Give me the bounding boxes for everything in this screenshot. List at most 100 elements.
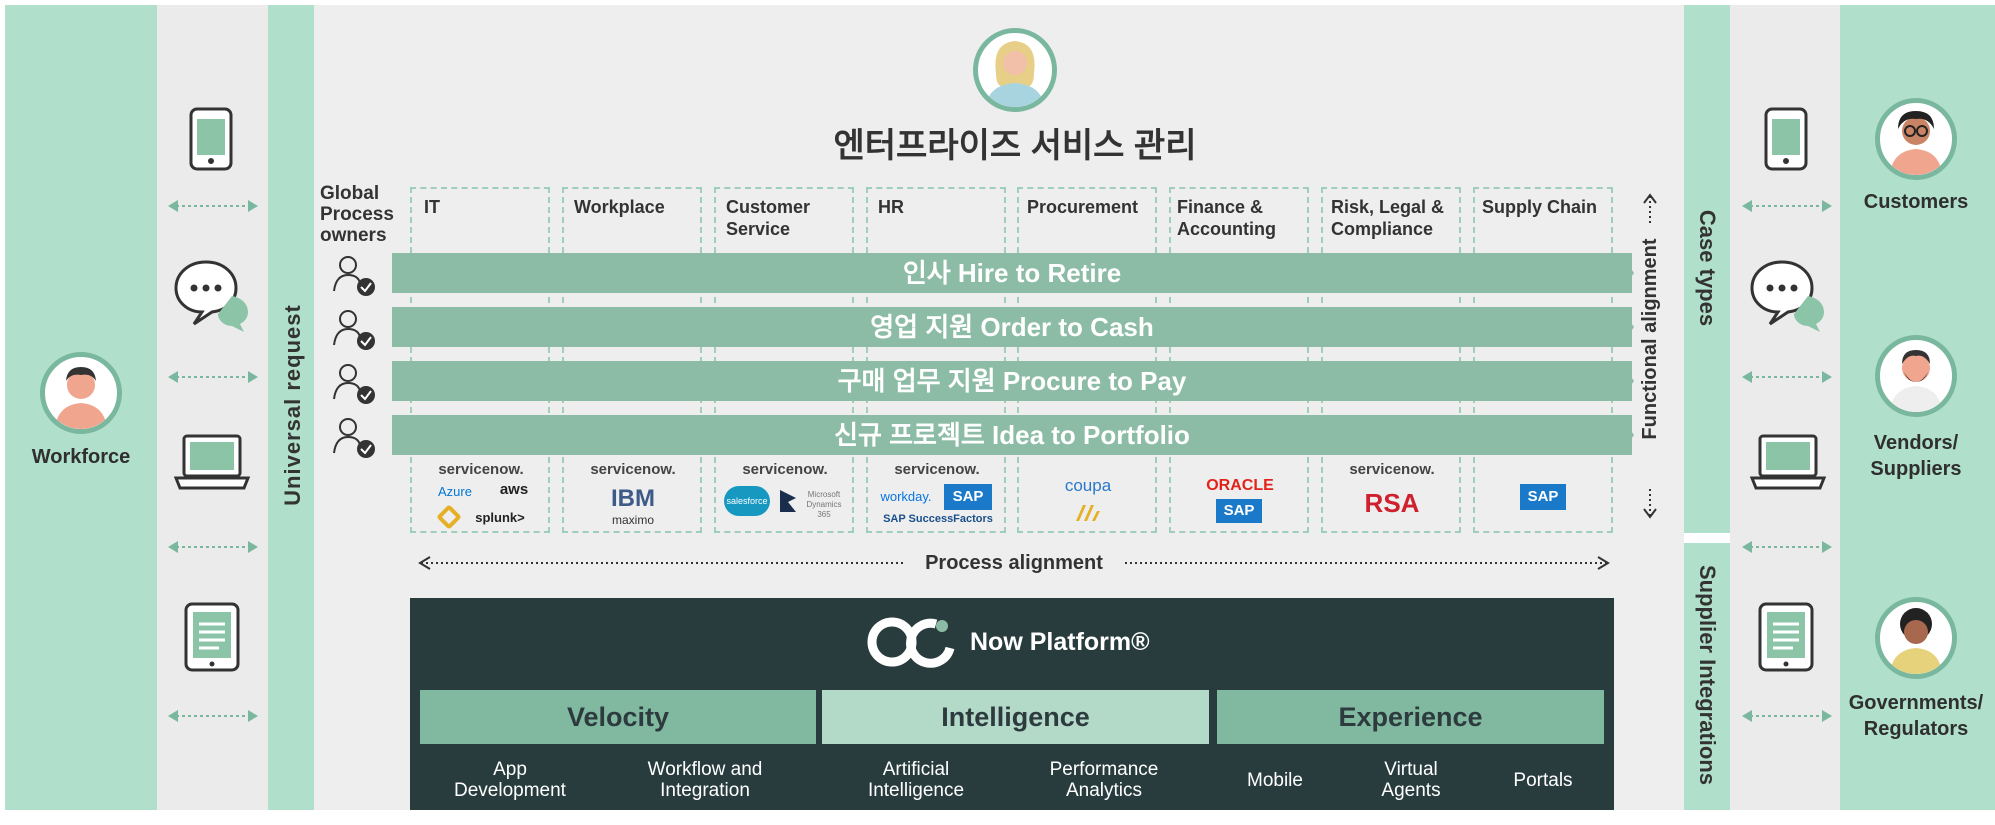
- column-workplace: [562, 187, 702, 533]
- process-owner-icon: [333, 310, 375, 350]
- maximo-label: maximo: [611, 513, 654, 527]
- chat-bubble-icon: [174, 260, 248, 332]
- global-process-owners-label: Global Process owners: [320, 183, 394, 246]
- oracle-logo: ORACLE: [1206, 477, 1274, 494]
- column-risk: [1321, 187, 1461, 533]
- process-owner-icon: [333, 256, 375, 296]
- universal-request-label: Universal request: [280, 304, 305, 506]
- vendors-suppliers-label: Vendors/ Suppliers: [1870, 432, 1962, 480]
- vendor-avatar: [1875, 335, 1957, 417]
- column-header-customer-service: Customer Service: [726, 197, 811, 239]
- process-owner-icon: [333, 418, 375, 458]
- capability-performance-analytics: Performance Analytics: [1049, 759, 1159, 801]
- process-band-label: 영업 지원 Order to Cash: [870, 312, 1154, 342]
- right-double-arrow-3: [1742, 541, 1832, 553]
- capability-mobile: Mobile: [1247, 770, 1303, 791]
- page-title: 엔터프라이즈 서비스 관리: [833, 127, 1197, 165]
- sap-logo: SAP: [944, 484, 992, 510]
- aws-logo: aws: [499, 481, 529, 498]
- pillar-experience: Experience: [1217, 690, 1604, 744]
- government-avatar: [1875, 597, 1957, 679]
- servicenow-logo: servicenow.: [438, 461, 524, 478]
- column-header-hr: HR: [878, 197, 904, 217]
- workforce-avatar: [40, 352, 122, 434]
- sap-logo: SAP: [1216, 499, 1262, 523]
- process-band-label: 인사 Hire to Retire: [902, 258, 1122, 288]
- servicenow-logo: servicenow.: [590, 461, 676, 478]
- column-customer-service: [714, 187, 854, 533]
- process-band-hire-to-retire: 인사 Hire to Retire: [392, 253, 1632, 293]
- process-alignment-label: Process alignment: [925, 552, 1103, 574]
- process-band-label: 구매 업무 지원 Procure to Pay: [837, 366, 1187, 396]
- now-platform-title: Now Platform®: [970, 628, 1150, 656]
- process-band-label: 신규 프로젝트 Idea to Portfolio: [834, 420, 1190, 450]
- pillar-intelligence: Intelligence: [822, 690, 1209, 744]
- band-arrowheads: [392, 253, 1634, 455]
- azure-logo: Azure: [438, 484, 472, 499]
- dynamics-icon: [780, 490, 796, 512]
- servicenow-logo: servicenow.: [894, 461, 980, 478]
- customer-avatar: [1875, 98, 1957, 180]
- capability-virtual-agents: Virtual Agents: [1381, 759, 1441, 801]
- sap-successfactors-logo: SAP SuccessFactors: [883, 513, 993, 525]
- functional-alignment-label: Functional alignment: [1639, 238, 1661, 440]
- left-double-arrow-4: [168, 710, 258, 722]
- left-double-arrow-3: [168, 541, 258, 553]
- column-header-it: IT: [424, 197, 440, 217]
- column-header-finance: Finance & Accounting: [1177, 197, 1276, 239]
- capability-app-development: App Development: [454, 759, 566, 801]
- universal-request-bar: [268, 5, 314, 810]
- coupa-mark-icon: [1076, 505, 1100, 521]
- salesforce-logo: salesforce: [724, 486, 770, 516]
- governments-regulators-label: Governments/ Regulators: [1848, 692, 1984, 740]
- ibm-logo: IBM: [611, 485, 655, 512]
- supplier-integrations-bar: [1684, 543, 1730, 810]
- tablet-icon: [1758, 602, 1814, 672]
- left-double-arrow-2: [168, 371, 258, 383]
- sap-logo: SAP: [1520, 484, 1566, 510]
- capability-workflow-integration: Workflow and Integration: [647, 759, 763, 801]
- right-double-arrow-4: [1742, 710, 1832, 722]
- splunk-logo: splunk>: [475, 510, 525, 525]
- case-types-bar: [1684, 5, 1730, 533]
- workforce-label: Workforce: [31, 446, 131, 468]
- functional-alignment-arrow: [1643, 193, 1657, 519]
- customers-label: Customers: [1863, 191, 1969, 213]
- laptop-icon: [1750, 434, 1826, 490]
- process-band-procure-to-pay: 구매 업무 지원 Procure to Pay: [392, 361, 1632, 401]
- column-it: [410, 187, 550, 533]
- process-band-idea-to-portfolio: 신규 프로젝트 Idea to Portfolio: [392, 415, 1632, 455]
- process-band-order-to-cash: 영업 지원 Order to Cash: [392, 307, 1632, 347]
- tablet-icon: [184, 602, 240, 672]
- chat-bubble-icon: [1750, 260, 1824, 332]
- coupa-logo: coupa: [1064, 476, 1112, 495]
- column-supply-chain: [1473, 187, 1613, 533]
- left-double-arrow-1: [168, 200, 258, 212]
- servicenow-logo: servicenow.: [742, 461, 828, 478]
- right-double-arrow-2: [1742, 371, 1832, 383]
- column-header-risk: Risk, Legal & Compliance: [1331, 197, 1445, 239]
- column-header-workplace: Workplace: [574, 197, 665, 217]
- servicenow-logo: servicenow.: [1349, 461, 1435, 478]
- supplier-integrations-label: Supplier Integrations: [1695, 564, 1720, 786]
- process-alignment-arrow: [418, 556, 1610, 570]
- pillar-velocity: Velocity: [420, 690, 816, 744]
- column-finance: [1169, 187, 1309, 533]
- case-types-label: Case types: [1695, 209, 1720, 327]
- mobile-phone-icon: [189, 107, 233, 171]
- mobile-phone-icon: [1764, 107, 1808, 171]
- laptop-icon: [174, 434, 250, 490]
- capability-artificial-intelligence: Artificial Intelligence: [867, 759, 965, 801]
- right-double-arrow-1: [1742, 200, 1832, 212]
- column-hr: [866, 187, 1006, 533]
- column-header-procurement: Procurement: [1027, 197, 1139, 217]
- dynamics-label: Microsoft Dynamics 365: [806, 490, 842, 519]
- column-procurement: [1017, 187, 1157, 533]
- column-header-supply-chain: Supply Chain: [1482, 197, 1598, 217]
- workday-logo: workday.: [880, 489, 932, 504]
- service-persona-avatar: [973, 28, 1057, 112]
- rsa-logo: RSA: [1364, 488, 1420, 518]
- process-owner-icon: [333, 364, 375, 404]
- capability-portals: Portals: [1513, 770, 1573, 791]
- now-platform-logo-icon: [867, 617, 955, 668]
